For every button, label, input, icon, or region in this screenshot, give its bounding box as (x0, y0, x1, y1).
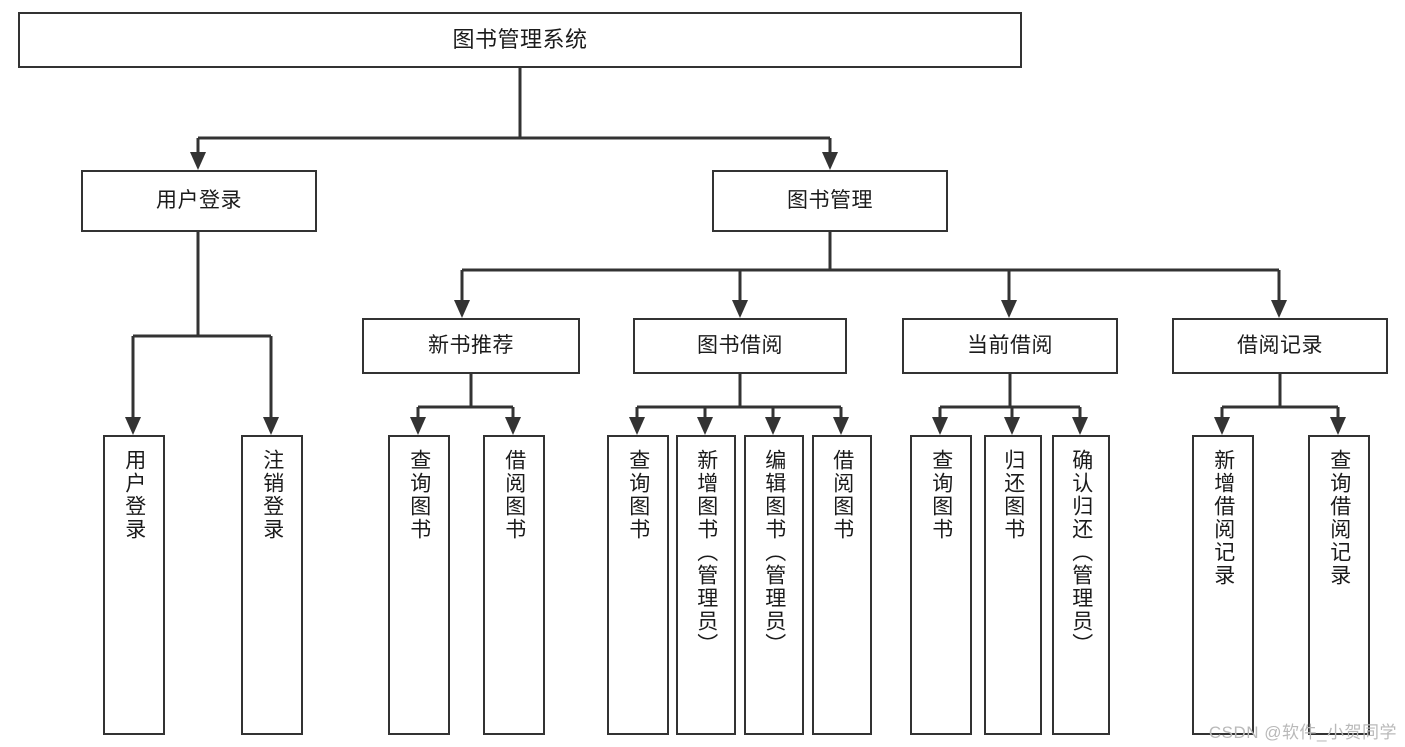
node-leaf-query-borrow-record[interactable]: 查询借阅记录 (1308, 435, 1370, 735)
node-new-book-recommend[interactable]: 新书推荐 (362, 318, 580, 374)
node-user-login-label: 用户登录 (156, 188, 242, 212)
node-leaf-return-book-label: 归还图书 (1001, 449, 1025, 541)
node-leaf-logout[interactable]: 注销登录 (241, 435, 303, 735)
node-leaf-confirm-return[interactable]: 确认归还（管理员） (1052, 435, 1110, 735)
node-leaf-query-book-2-label: 查询图书 (626, 449, 650, 541)
node-leaf-return-book[interactable]: 归还图书 (984, 435, 1042, 735)
node-leaf-user-login-label: 用户登录 (122, 449, 146, 541)
node-borrow-record[interactable]: 借阅记录 (1172, 318, 1388, 374)
node-book-borrow[interactable]: 图书借阅 (633, 318, 847, 374)
node-book-management[interactable]: 图书管理 (712, 170, 948, 232)
node-leaf-borrow-book-1-label: 借阅图书 (502, 449, 526, 541)
node-leaf-query-book-3[interactable]: 查询图书 (910, 435, 972, 735)
node-leaf-query-book-1[interactable]: 查询图书 (388, 435, 450, 735)
node-new-book-recommend-label: 新书推荐 (428, 333, 514, 357)
node-book-borrow-label: 图书借阅 (697, 333, 783, 357)
node-leaf-borrow-book-1[interactable]: 借阅图书 (483, 435, 545, 735)
node-leaf-borrow-book-2[interactable]: 借阅图书 (812, 435, 872, 735)
node-current-borrow[interactable]: 当前借阅 (902, 318, 1118, 374)
node-leaf-edit-book-label: 编辑图书（管理员） (762, 449, 786, 656)
node-leaf-add-book[interactable]: 新增图书（管理员） (676, 435, 736, 735)
node-borrow-record-label: 借阅记录 (1237, 333, 1323, 357)
watermark: CSDN @软件_小贺同学 (1208, 723, 1397, 742)
node-root-label: 图书管理系统 (452, 27, 588, 53)
node-current-borrow-label: 当前借阅 (967, 333, 1053, 357)
node-leaf-query-book-3-label: 查询图书 (929, 449, 953, 541)
node-leaf-confirm-return-label: 确认归还（管理员） (1069, 449, 1093, 656)
node-leaf-edit-book[interactable]: 编辑图书（管理员） (744, 435, 804, 735)
node-book-management-label: 图书管理 (787, 188, 873, 212)
node-leaf-add-borrow-record[interactable]: 新增借阅记录 (1192, 435, 1254, 735)
node-leaf-query-book-1-label: 查询图书 (407, 449, 431, 541)
node-leaf-user-login[interactable]: 用户登录 (103, 435, 165, 735)
node-leaf-add-borrow-record-label: 新增借阅记录 (1211, 449, 1235, 587)
node-leaf-logout-label: 注销登录 (260, 449, 284, 541)
node-leaf-query-book-2[interactable]: 查询图书 (607, 435, 669, 735)
node-leaf-query-borrow-record-label: 查询借阅记录 (1327, 449, 1351, 587)
node-leaf-borrow-book-2-label: 借阅图书 (830, 449, 854, 541)
node-leaf-add-book-label: 新增图书（管理员） (694, 449, 718, 656)
node-user-login[interactable]: 用户登录 (81, 170, 317, 232)
node-root[interactable]: 图书管理系统 (18, 12, 1022, 68)
